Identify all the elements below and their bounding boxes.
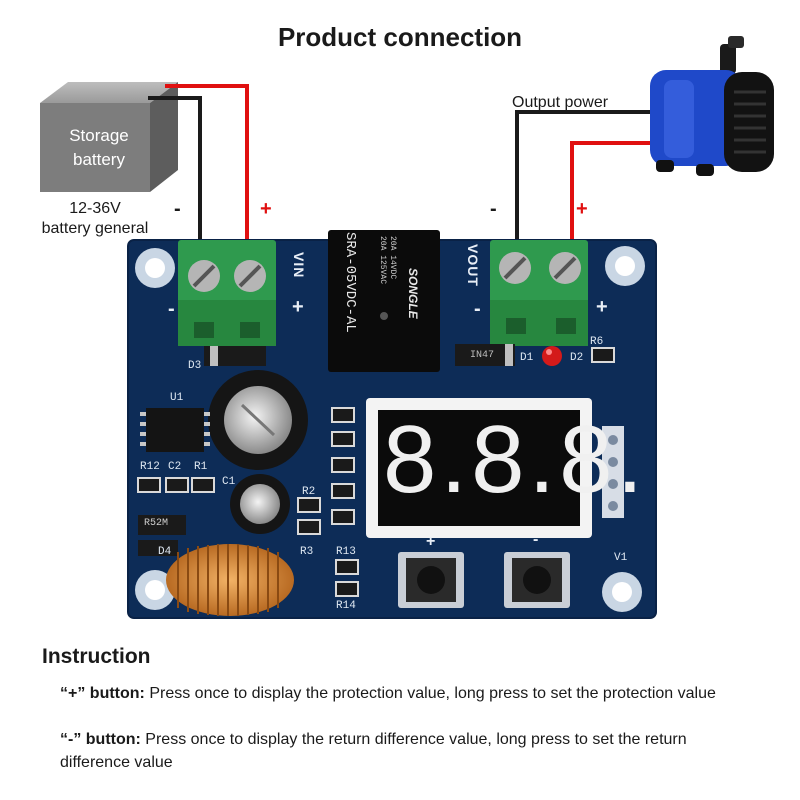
battery-side-face — [150, 82, 178, 192]
pump-foot — [656, 160, 674, 172]
battery-spec-line1: 12-36V — [69, 200, 121, 217]
relay — [328, 230, 440, 372]
battery-label-line2: battery — [73, 150, 125, 169]
battery-label-line1: Storage — [69, 126, 129, 145]
output-power-label: Output power — [512, 94, 609, 111]
storage-battery — [40, 82, 178, 192]
vin-minus-silkscreen: - — [168, 298, 175, 320]
designator-r13: R13 — [336, 546, 356, 558]
shunt-marking: R52M — [144, 518, 169, 529]
mounting-hole — [135, 248, 175, 288]
designator-d2: D2 — [570, 352, 584, 364]
input-minus-sign: - — [174, 198, 181, 220]
relay-rating-text: 20A 14VDC — [388, 236, 397, 280]
water-pump — [650, 36, 774, 176]
electrolytic-capacitor-small — [230, 474, 290, 534]
input-terminal-block — [178, 240, 276, 346]
output-plus-sign: + — [576, 198, 588, 220]
designator-r6: R6 — [590, 336, 604, 348]
led-indicator — [542, 346, 562, 366]
pump-foot — [696, 164, 714, 176]
diode-d1 — [455, 344, 515, 366]
designator-r3: R3 — [300, 546, 314, 558]
relay-rating-text: 20A 125VAC — [378, 236, 387, 285]
mounting-hole — [135, 570, 175, 610]
designator-v1: V1 — [614, 552, 628, 564]
input-positive-wire — [165, 84, 249, 248]
button-minus-silkscreen: - — [533, 531, 539, 548]
relay-brand-text: SONGLE — [406, 268, 420, 319]
led-display-window — [378, 410, 580, 526]
pin-header — [602, 426, 624, 518]
smd-resistor-group — [137, 347, 615, 597]
inductor-coil — [166, 544, 294, 616]
designator-r1: R1 — [194, 461, 208, 473]
designator-c2: C2 — [168, 461, 182, 473]
diode-d3 — [204, 346, 266, 366]
input-negative-wire — [148, 96, 202, 248]
relay-model-text: SRA-05VDC-AL — [342, 232, 358, 333]
output-negative-wire — [515, 110, 658, 250]
battery-front-face — [40, 103, 150, 192]
mounting-hole — [605, 246, 645, 286]
plus-pushbutton — [398, 552, 464, 608]
vin-plus-silkscreen: + — [292, 296, 304, 318]
input-plus-sign: + — [260, 198, 272, 220]
designator-d3: D3 — [188, 360, 202, 372]
electrolytic-capacitor-large — [208, 370, 308, 470]
output-positive-wire — [570, 141, 668, 250]
pump-outlet — [720, 44, 736, 74]
instruction-minus-button: “-” button: Press once to display the re… — [60, 728, 760, 774]
button-plus-silkscreen: + — [426, 533, 436, 550]
instruction-text: Press once to display the protection val… — [144, 685, 716, 702]
output-terminal-block — [490, 240, 588, 346]
battery-spec-line2: battery general — [41, 220, 149, 237]
designator-r12: R12 — [140, 461, 160, 473]
diode-d4 — [138, 540, 178, 556]
instruction-key: “-” button: — [60, 731, 141, 748]
instruction-plus-button: “+” button: Press once to display the pr… — [60, 682, 760, 705]
vin-silkscreen: VIN — [291, 252, 307, 279]
instruction-heading: Instruction — [42, 645, 151, 668]
ic-u1 — [146, 408, 204, 452]
vout-minus-silkscreen: - — [474, 298, 481, 320]
designator-c1: C1 — [222, 476, 236, 488]
diode-marking: IN47 — [470, 350, 495, 361]
pump-intake — [724, 72, 774, 172]
designator-d4: D4 — [158, 546, 172, 558]
vout-plus-silkscreen: + — [596, 296, 608, 318]
minus-pushbutton — [504, 552, 570, 608]
designator-r2: R2 — [302, 486, 316, 498]
designator-d1: D1 — [520, 352, 534, 364]
output-minus-sign: - — [490, 198, 497, 220]
vout-silkscreen: VOUT — [465, 244, 481, 287]
instruction-key: “+” button: — [60, 685, 145, 702]
page-title: Product connection — [277, 22, 523, 52]
designator-u1: U1 — [170, 392, 184, 404]
shunt-resistor — [138, 515, 186, 535]
seven-segment-digits: 8.8.8. — [383, 406, 648, 513]
battery-top-face — [40, 82, 178, 103]
mounting-hole — [602, 572, 642, 612]
instruction-text: Press once to display the return differe… — [60, 731, 687, 771]
circuit-board — [127, 230, 657, 619]
designator-r14: R14 — [336, 600, 356, 612]
